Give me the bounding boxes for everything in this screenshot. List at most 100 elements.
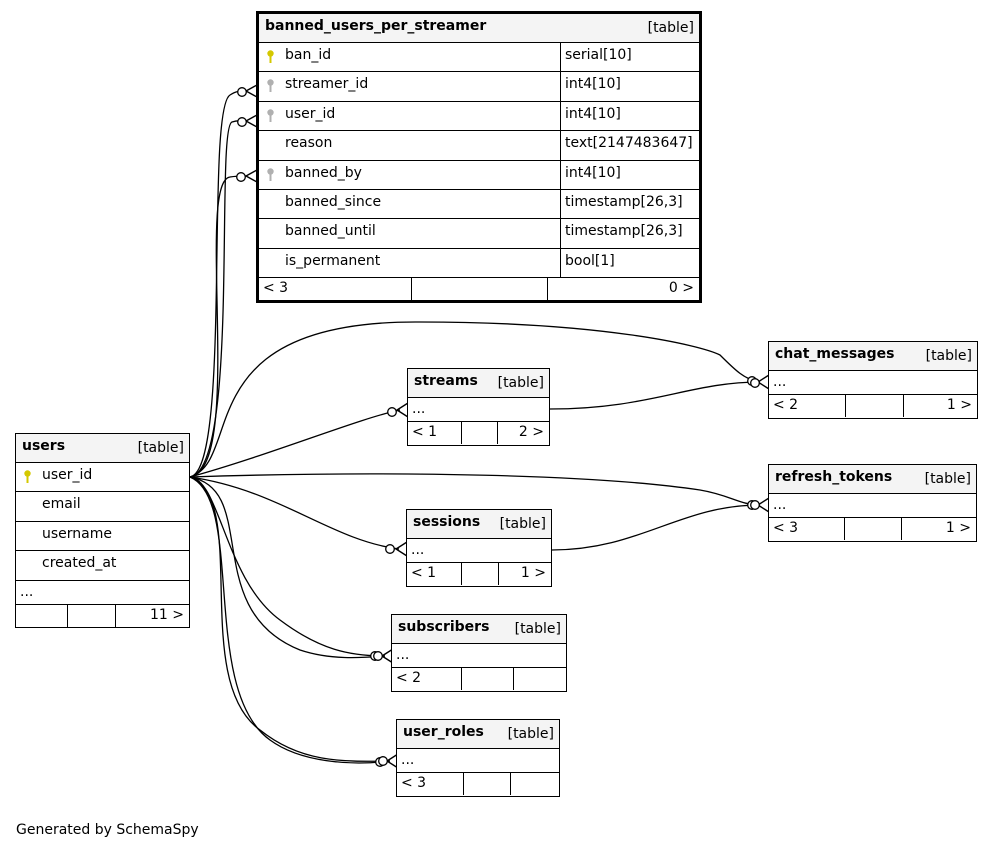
primary-key-icon xyxy=(267,50,274,63)
column-name: banned_until xyxy=(285,223,376,240)
column-row[interactable]: streamer_id int4[10] xyxy=(259,72,699,102)
column-name: is_permanent xyxy=(285,252,381,269)
ellipsis: ... xyxy=(401,752,415,768)
table-header: subscribers [table] xyxy=(392,615,566,644)
children-count-link[interactable]: 2 > xyxy=(518,424,544,440)
column-row[interactable]: user_id xyxy=(16,463,189,493)
column-name: user_id xyxy=(285,105,336,122)
table-name: chat_messages xyxy=(775,346,895,362)
column-name: created_at xyxy=(42,555,117,572)
more-columns-row[interactable]: ... xyxy=(16,581,189,605)
column-row[interactable]: reason text[2147483647] xyxy=(259,131,699,161)
table-kind: [table] xyxy=(925,348,972,364)
parents-count-link[interactable]: < 3 xyxy=(773,520,799,536)
edge-streams-chat-messages xyxy=(549,381,761,410)
column-type: timestamp[26,3] xyxy=(565,223,683,240)
column-type: timestamp[26,3] xyxy=(565,193,683,210)
more-columns-row[interactable]: ... xyxy=(408,398,549,422)
table-footer: < 2 xyxy=(392,668,566,690)
table-kind: [table] xyxy=(924,471,971,487)
table-footer: < 3 xyxy=(397,773,559,795)
column-name: banned_since xyxy=(285,193,382,210)
column-row[interactable]: banned_until timestamp[26,3] xyxy=(259,219,699,249)
more-columns-row[interactable]: ... xyxy=(392,644,566,668)
children-count-link[interactable]: 0 > xyxy=(668,280,694,297)
table-header: chat_messages [table] xyxy=(769,342,977,371)
column-name: email xyxy=(42,496,81,513)
table-header: streams [table] xyxy=(408,369,549,398)
column-name: banned_by xyxy=(285,164,362,181)
edge-users-user-roles-2 xyxy=(189,476,391,764)
column-name: streamer_id xyxy=(285,76,369,93)
foreign-key-icon xyxy=(267,109,274,122)
column-name: user_id xyxy=(42,467,93,483)
table-name: banned_users_per_streamer xyxy=(265,18,487,34)
column-row[interactable]: user_id int4[10] xyxy=(259,101,699,132)
table-footer: < 1 1 > xyxy=(407,563,551,585)
column-row[interactable]: ban_id serial[10] xyxy=(259,43,699,73)
parents-count-link[interactable]: < 1 xyxy=(412,424,438,440)
column-type: bool[1] xyxy=(565,252,615,269)
table-name: sessions xyxy=(413,514,481,530)
table-name: streams xyxy=(414,373,478,389)
table-header: users [table] xyxy=(16,434,189,463)
table-footer: < 3 1 > xyxy=(769,518,976,540)
ellipsis: ... xyxy=(20,583,34,600)
table-header: sessions [table] xyxy=(407,510,551,539)
children-count-link[interactable]: 1 > xyxy=(520,565,546,581)
column-name: ban_id xyxy=(285,47,332,63)
generator-credit: Generated by SchemaSpy xyxy=(16,822,199,838)
table-refresh-tokens[interactable]: refresh_tokens [table] ... < 3 1 > xyxy=(768,464,977,542)
table-subscribers[interactable]: subscribers [table] ... < 2 xyxy=(391,614,567,692)
ellipsis: ... xyxy=(396,647,410,663)
table-name: refresh_tokens xyxy=(775,469,893,485)
column-row[interactable]: banned_since timestamp[26,3] xyxy=(259,189,699,220)
edge-users-streams xyxy=(189,409,401,478)
column-type: int4[10] xyxy=(565,76,621,93)
children-count-link[interactable]: 1 > xyxy=(946,397,972,413)
parents-count-link[interactable]: < 3 xyxy=(263,280,289,297)
column-name: reason xyxy=(285,135,333,152)
edge-users-subscribers-2 xyxy=(189,476,386,659)
column-type: serial[10] xyxy=(565,47,632,63)
table-users[interactable]: users [table] user_id email username cre… xyxy=(15,433,190,628)
table-footer: < 3 0 > xyxy=(259,278,699,301)
column-row[interactable]: banned_by int4[10] xyxy=(259,160,699,190)
table-chat-messages[interactable]: chat_messages [table] ... < 2 1 > xyxy=(768,341,978,419)
children-count-link[interactable]: 1 > xyxy=(945,520,971,536)
edge-users-subscribers-1 xyxy=(189,476,386,657)
more-columns-row[interactable]: ... xyxy=(407,539,551,563)
table-kind: [table] xyxy=(137,440,184,456)
column-row[interactable]: created_at xyxy=(16,551,189,581)
foreign-key-icon xyxy=(267,79,274,93)
more-columns-row[interactable]: ... xyxy=(769,371,977,395)
table-footer: 11 > xyxy=(16,604,189,627)
children-count-link[interactable]: 11 > xyxy=(150,606,184,623)
table-header: refresh_tokens [table] xyxy=(769,465,976,494)
table-sessions[interactable]: sessions [table] ... < 1 1 > xyxy=(406,509,552,587)
table-user-roles[interactable]: user_roles [table] ... < 3 xyxy=(396,719,560,797)
column-row[interactable]: username xyxy=(16,522,189,552)
parents-count-link[interactable]: < 2 xyxy=(773,397,799,413)
table-footer: < 1 2 > xyxy=(408,422,549,444)
table-streams[interactable]: streams [table] ... < 1 2 > xyxy=(407,368,550,446)
table-kind: [table] xyxy=(514,621,561,637)
more-columns-row[interactable]: ... xyxy=(397,749,559,773)
column-row[interactable]: email xyxy=(16,492,189,522)
table-banned-users-per-streamer[interactable]: banned_users_per_streamer [table] ban_id… xyxy=(256,11,702,303)
column-row[interactable]: is_permanent bool[1] xyxy=(259,248,699,279)
column-type: text[2147483647] xyxy=(565,135,693,152)
edge-sessions-refresh-tokens xyxy=(551,504,761,551)
parents-count-link[interactable]: < 1 xyxy=(411,565,437,581)
table-kind: [table] xyxy=(507,726,554,742)
more-columns-row[interactable]: ... xyxy=(769,494,976,518)
table-name: users xyxy=(22,438,66,454)
ellipsis: ... xyxy=(412,401,426,417)
table-kind: [table] xyxy=(497,375,544,391)
parents-count-link[interactable]: < 3 xyxy=(401,775,427,791)
table-footer: < 2 1 > xyxy=(769,395,977,417)
parents-count-link[interactable]: < 2 xyxy=(396,670,422,686)
table-name: subscribers xyxy=(398,619,490,635)
table-kind: [table] xyxy=(647,20,694,36)
